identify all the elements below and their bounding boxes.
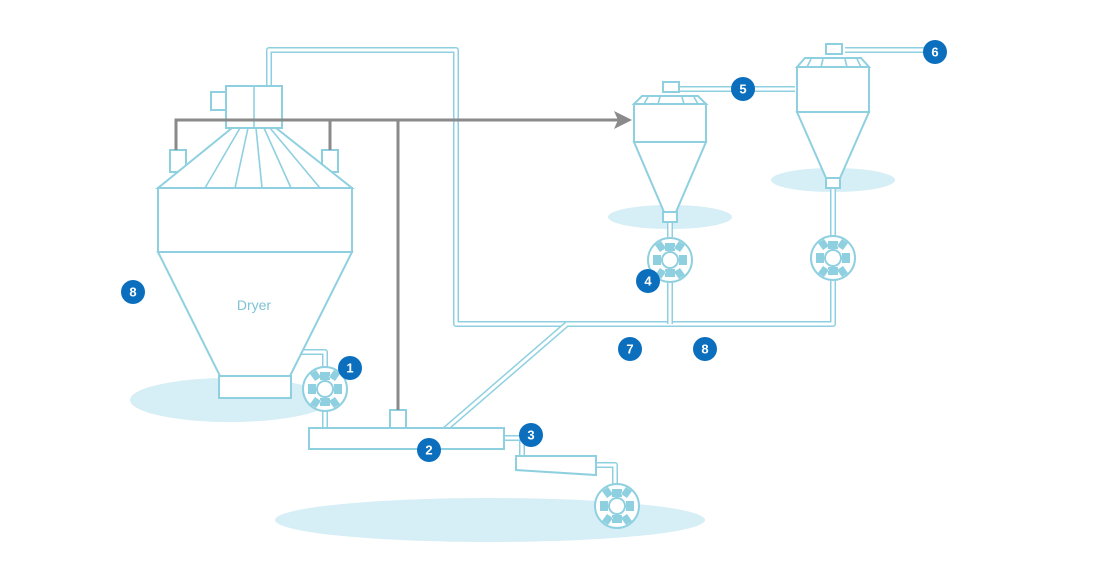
badge-5-label: 5: [739, 82, 746, 97]
rotary-valve-icon: [810, 235, 856, 281]
cyclone-2-cone: [795, 111, 871, 179]
discharge-hopper: [515, 455, 597, 477]
badge-2-label: 2: [425, 443, 432, 458]
badge-7: 7: [618, 337, 642, 361]
badge-1-label: 1: [346, 361, 353, 376]
badge-1: 1: [338, 356, 362, 380]
badge-8-right: 8: [693, 337, 717, 361]
air-pipes: [266, 47, 930, 490]
cyclone-2-outlet: [825, 177, 841, 189]
badge-8-right-label: 8: [701, 342, 708, 357]
dryer-side-box: [210, 91, 227, 111]
dryer-outlet: [218, 375, 292, 399]
rotary-valve-icon: [594, 483, 640, 529]
cyclone-2-body: [796, 66, 870, 113]
badge-4-label: 4: [644, 274, 652, 289]
conveyor: [308, 409, 597, 477]
cyclone-1: [631, 81, 709, 223]
badge-6: 6: [923, 40, 947, 64]
conveyor-floor-shadow: [275, 498, 705, 542]
badge-7-label: 7: [626, 342, 633, 357]
badge-3-label: 3: [527, 428, 534, 443]
cyclone-1-outlet: [662, 211, 678, 223]
arrowhead-icon: [614, 111, 632, 129]
rotary-valve-icon: [302, 366, 348, 412]
conveyor-nozzle: [389, 409, 407, 429]
dryer-label: Dryer: [237, 297, 272, 313]
badge-4: 4: [636, 269, 660, 293]
exhaust-line: [174, 111, 632, 410]
dryer-shell: [157, 187, 353, 253]
badge-3: 3: [519, 423, 543, 447]
cyclone-2-outlet-nozzle: [825, 43, 843, 55]
rotary-valve-icon: [647, 237, 693, 283]
conveyor-body: [308, 427, 505, 450]
badge-8-left: 8: [121, 280, 145, 304]
cyclone-1-body: [633, 103, 707, 143]
cyclone-1-cone: [632, 141, 708, 213]
badge-8-left-label: 8: [129, 285, 136, 300]
cyclone-2: [794, 43, 872, 189]
badge-2: 2: [417, 438, 441, 462]
badge-6-label: 6: [931, 45, 938, 60]
badge-5: 5: [731, 77, 755, 101]
cyclone-1-outlet-nozzle: [662, 81, 680, 93]
